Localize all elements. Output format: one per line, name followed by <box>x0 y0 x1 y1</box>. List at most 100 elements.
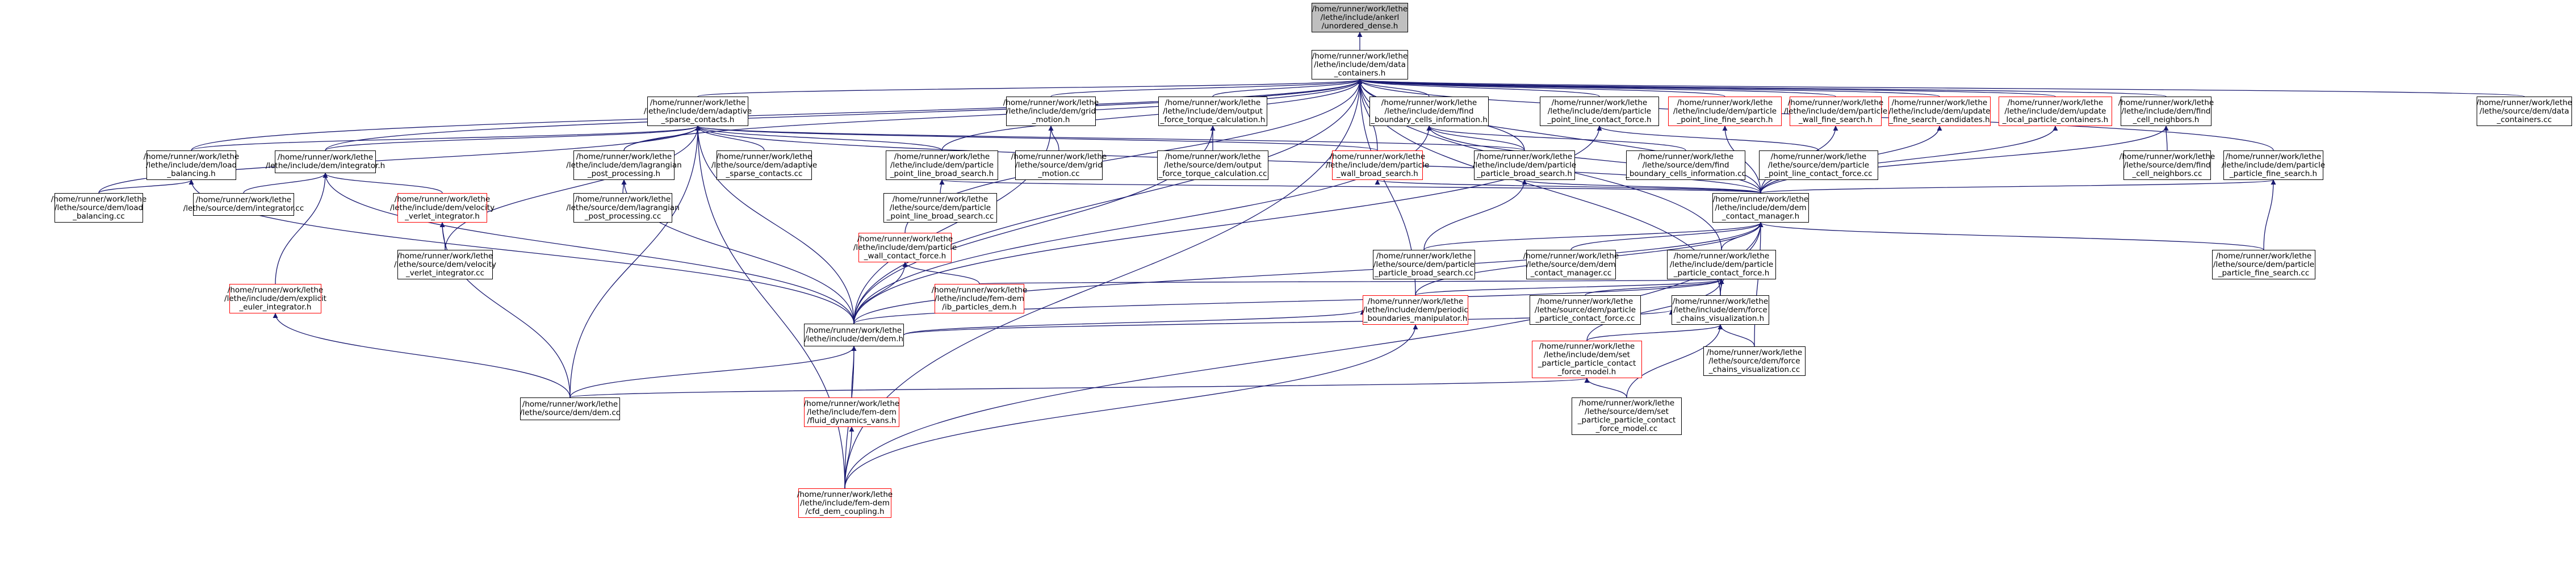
edge-pwcf-to-ibdem <box>902 262 980 284</box>
edge-fcv-to-sppcfmcc <box>1626 324 1723 398</box>
edge-vvi-to-demcc <box>439 222 571 398</box>
edge-asc-to-integ <box>325 125 701 151</box>
edge-lb-to-lbcc <box>98 179 194 194</box>
node-particle-broad-search-h[interactable]: /home/runner/work/lethe /lethe/include/d… <box>1473 150 1576 180</box>
node-update-local-particle-containers-h[interactable]: /home/runner/work/lethe /lethe/include/d… <box>1999 97 2112 126</box>
edge-dc-to-lb <box>191 79 1363 151</box>
edge-asc-to-lbcc <box>98 125 701 194</box>
node-particle-wall-contact-force-h[interactable]: /home/runner/work/lethe /lethe/include/d… <box>853 233 957 262</box>
node-dem-cc[interactable]: /home/runner/work/lethe /lethe/source/de… <box>520 397 620 420</box>
edge-integ-to-integcc <box>243 173 328 194</box>
edge-sppcfm-to-demcc <box>569 378 1589 398</box>
node-grid-motion-h[interactable]: /home/runner/work/lethe /lethe/include/d… <box>1003 97 1099 126</box>
edge-dc-to-pplfs <box>1357 79 1725 97</box>
node-point-line-broad-search-h[interactable]: /home/runner/work/lethe /lethe/include/d… <box>886 150 998 180</box>
edge-asc-to-pwbs <box>695 125 1378 151</box>
node-adaptive-sparse-contacts-h[interactable]: /home/runner/work/lethe /lethe/include/d… <box>644 97 752 126</box>
node-set-particle-particle-contact-force-model-cc[interactable]: /home/runner/work/lethe /lethe/source/de… <box>1572 397 1682 435</box>
node-ib-particles-dem-h[interactable]: /home/runner/work/lethe /lethe/include/f… <box>932 284 1027 313</box>
edge-asc-to-vvicc <box>445 125 701 250</box>
node-find-cell-neighbors-h[interactable]: /home/runner/work/lethe /lethe/include/d… <box>2118 97 2214 126</box>
edge-pwcf-to-dem <box>853 262 908 324</box>
node-grid-motion-cc[interactable]: /home/runner/work/lethe /lethe/source/de… <box>1011 150 1107 180</box>
node-fluid-dynamics-vans-h[interactable]: /home/runner/work/lethe /lethe/include/f… <box>804 397 899 427</box>
edge-integ-to-eei <box>275 173 328 284</box>
edge-asc-to-pplbs <box>695 125 943 151</box>
node-particle-particle-contact-force-cc[interactable]: /home/runner/work/lethe /lethe/source/de… <box>1530 295 1641 325</box>
node-particle-fine-search-cc[interactable]: /home/runner/work/lethe /lethe/source/de… <box>2212 250 2315 279</box>
node-explicit-euler-integrator-h[interactable]: /home/runner/work/lethe /lethe/include/d… <box>224 284 326 313</box>
edge-dc-to-plcf <box>1357 79 1600 97</box>
node-output-force-torque-h[interactable]: /home/runner/work/lethe /lethe/include/d… <box>1158 97 1267 126</box>
edge-dc-to-gm <box>1050 79 1363 97</box>
edge-fbc-to-fbccc <box>1426 125 1686 151</box>
edge-dc-to-fcn <box>1358 79 2167 97</box>
node-velocity-verlet-integrator-h[interactable]: /home/runner/work/lethe /lethe/include/d… <box>390 193 495 223</box>
node-load-balancing-cc[interactable]: /home/runner/work/lethe /lethe/source/de… <box>51 193 146 223</box>
edge-asc-to-dem <box>695 125 855 324</box>
edge-dc-to-dccc <box>1358 79 2525 97</box>
node-force-chains-visualization-cc[interactable]: /home/runner/work/lethe /lethe/source/de… <box>1703 346 1806 376</box>
node-find-boundary-cells-cc[interactable]: /home/runner/work/lethe /lethe/source/de… <box>1626 150 1746 180</box>
node-wall-fine-search-h[interactable]: /home/runner/work/lethe /lethe/include/d… <box>1784 97 1887 126</box>
node-update-fine-search-candidates-h[interactable]: /home/runner/work/lethe /lethe/include/d… <box>1888 97 1991 126</box>
edge-asc-to-lb <box>191 125 701 151</box>
edge-asc-to-ppbs <box>696 125 1525 151</box>
edge-dcm-to-dem <box>853 222 1764 324</box>
node-data-containers-h[interactable]: /home/runner/work/lethe /lethe/include/d… <box>1312 50 1408 79</box>
edge-dc-to-pwbs <box>1357 79 1378 151</box>
node-unordered-dense-h[interactable]: /home/runner/work/lethe /lethe/include/a… <box>1312 3 1408 32</box>
node-find-boundary-cells-h[interactable]: /home/runner/work/lethe /lethe/include/d… <box>1369 97 1489 126</box>
edge-dc-to-asc <box>697 79 1362 97</box>
edge-pplbs-to-dcm <box>940 179 1761 194</box>
edge-dc-to-dem <box>853 79 1363 324</box>
edge-sppcfm-to-sppcfmcc <box>1584 378 1627 398</box>
node-force-chains-visualization-h[interactable]: /home/runner/work/lethe /lethe/include/d… <box>1672 295 1769 325</box>
node-integrator-cc[interactable]: /home/runner/work/lethe /lethe/source/de… <box>183 193 304 216</box>
node-point-line-fine-search-h[interactable]: /home/runner/work/lethe /lethe/include/d… <box>1668 97 1782 126</box>
node-point-line-broad-search-cc[interactable]: /home/runner/work/lethe /lethe/source/de… <box>883 193 997 223</box>
node-find-cell-neighbors-cc[interactable]: /home/runner/work/lethe /lethe/source/de… <box>2120 150 2215 180</box>
node-dem-contact-manager-cc[interactable]: /home/runner/work/lethe /lethe/source/de… <box>1523 250 1619 279</box>
node-adaptive-sparse-contacts-cc[interactable]: /home/runner/work/lethe /lethe/source/de… <box>711 150 817 180</box>
node-output-force-torque-cc[interactable]: /home/runner/work/lethe /lethe/source/de… <box>1157 150 1268 180</box>
node-particle-particle-contact-force-h[interactable]: /home/runner/work/lethe /lethe/include/d… <box>1667 250 1776 279</box>
edge-fbc-to-ppbs <box>1426 125 1525 151</box>
edge-ppfs-to-ppfscc <box>2263 179 2276 250</box>
node-particle-fine-search-h[interactable]: /home/runner/work/lethe /lethe/include/d… <box>2222 150 2325 180</box>
node-velocity-verlet-integrator-cc[interactable]: /home/runner/work/lethe /lethe/source/de… <box>394 250 496 279</box>
node-integrator-h[interactable]: /home/runner/work/lethe /lethe/include/d… <box>266 150 385 173</box>
node-dem-contact-manager-h[interactable]: /home/runner/work/lethe /lethe/include/d… <box>1712 193 1809 223</box>
edge-integ-to-dem <box>322 173 855 324</box>
node-set-particle-particle-contact-force-model-h[interactable]: /home/runner/work/lethe /lethe/include/d… <box>1532 341 1642 378</box>
edge-fcn-to-dcm <box>1760 125 2169 194</box>
node-lagrangian-post-processing-cc[interactable]: /home/runner/work/lethe /lethe/source/de… <box>566 193 680 223</box>
edge-ppbs-to-dcm <box>1522 179 1761 194</box>
edge-fcv-to-sppcfm <box>1586 324 1723 341</box>
node-dem-h[interactable]: /home/runner/work/lethe /lethe/include/d… <box>804 324 904 346</box>
node-point-line-contact-force-h[interactable]: /home/runner/work/lethe /lethe/include/d… <box>1540 97 1659 126</box>
edge-dc-to-ufsc <box>1358 79 1940 97</box>
edge-fbc-to-dcm <box>1426 125 1761 194</box>
edge-ulpc-to-dcm <box>1760 125 2058 194</box>
node-particle-broad-search-cc[interactable]: /home/runner/work/lethe /lethe/source/de… <box>1373 250 1475 279</box>
edge-dcm-to-dcmcc <box>1570 222 1764 250</box>
edge-ppcf-to-ppcfcc <box>1585 279 1724 296</box>
edge-eei-to-demcc <box>273 313 571 398</box>
node-data-containers-cc[interactable]: /home/runner/work/lethe /lethe/source/de… <box>2477 97 2572 126</box>
edge-ppcf-to-sppcfm <box>1586 279 1724 341</box>
node-lagrangian-post-processing-h[interactable]: /home/runner/work/lethe /lethe/include/d… <box>566 150 682 180</box>
edge-ppcf-to-pbm <box>1415 279 1724 296</box>
node-load-balancing-h[interactable]: /home/runner/work/lethe /lethe/include/d… <box>144 150 239 180</box>
edge-fdv-to-cfd <box>844 426 855 489</box>
edge-fcn-to-fcncc <box>2163 125 2169 151</box>
edge-dc-to-oft <box>1212 79 1363 97</box>
node-periodic-boundaries-manipulator-h[interactable]: /home/runner/work/lethe /lethe/include/d… <box>1363 295 1468 325</box>
node-point-line-contact-force-cc[interactable]: /home/runner/work/lethe /lethe/source/de… <box>1759 150 1878 180</box>
node-wall-broad-search-h[interactable]: /home/runner/work/lethe /lethe/include/d… <box>1326 150 1429 180</box>
edge-asc-to-demcc <box>569 125 701 398</box>
edge-dcm-to-fcvcc <box>1754 222 1764 347</box>
edge-dc-to-integ <box>325 79 1363 151</box>
node-cfd-dem-coupling-h[interactable]: /home/runner/work/lethe /lethe/include/f… <box>797 488 893 518</box>
